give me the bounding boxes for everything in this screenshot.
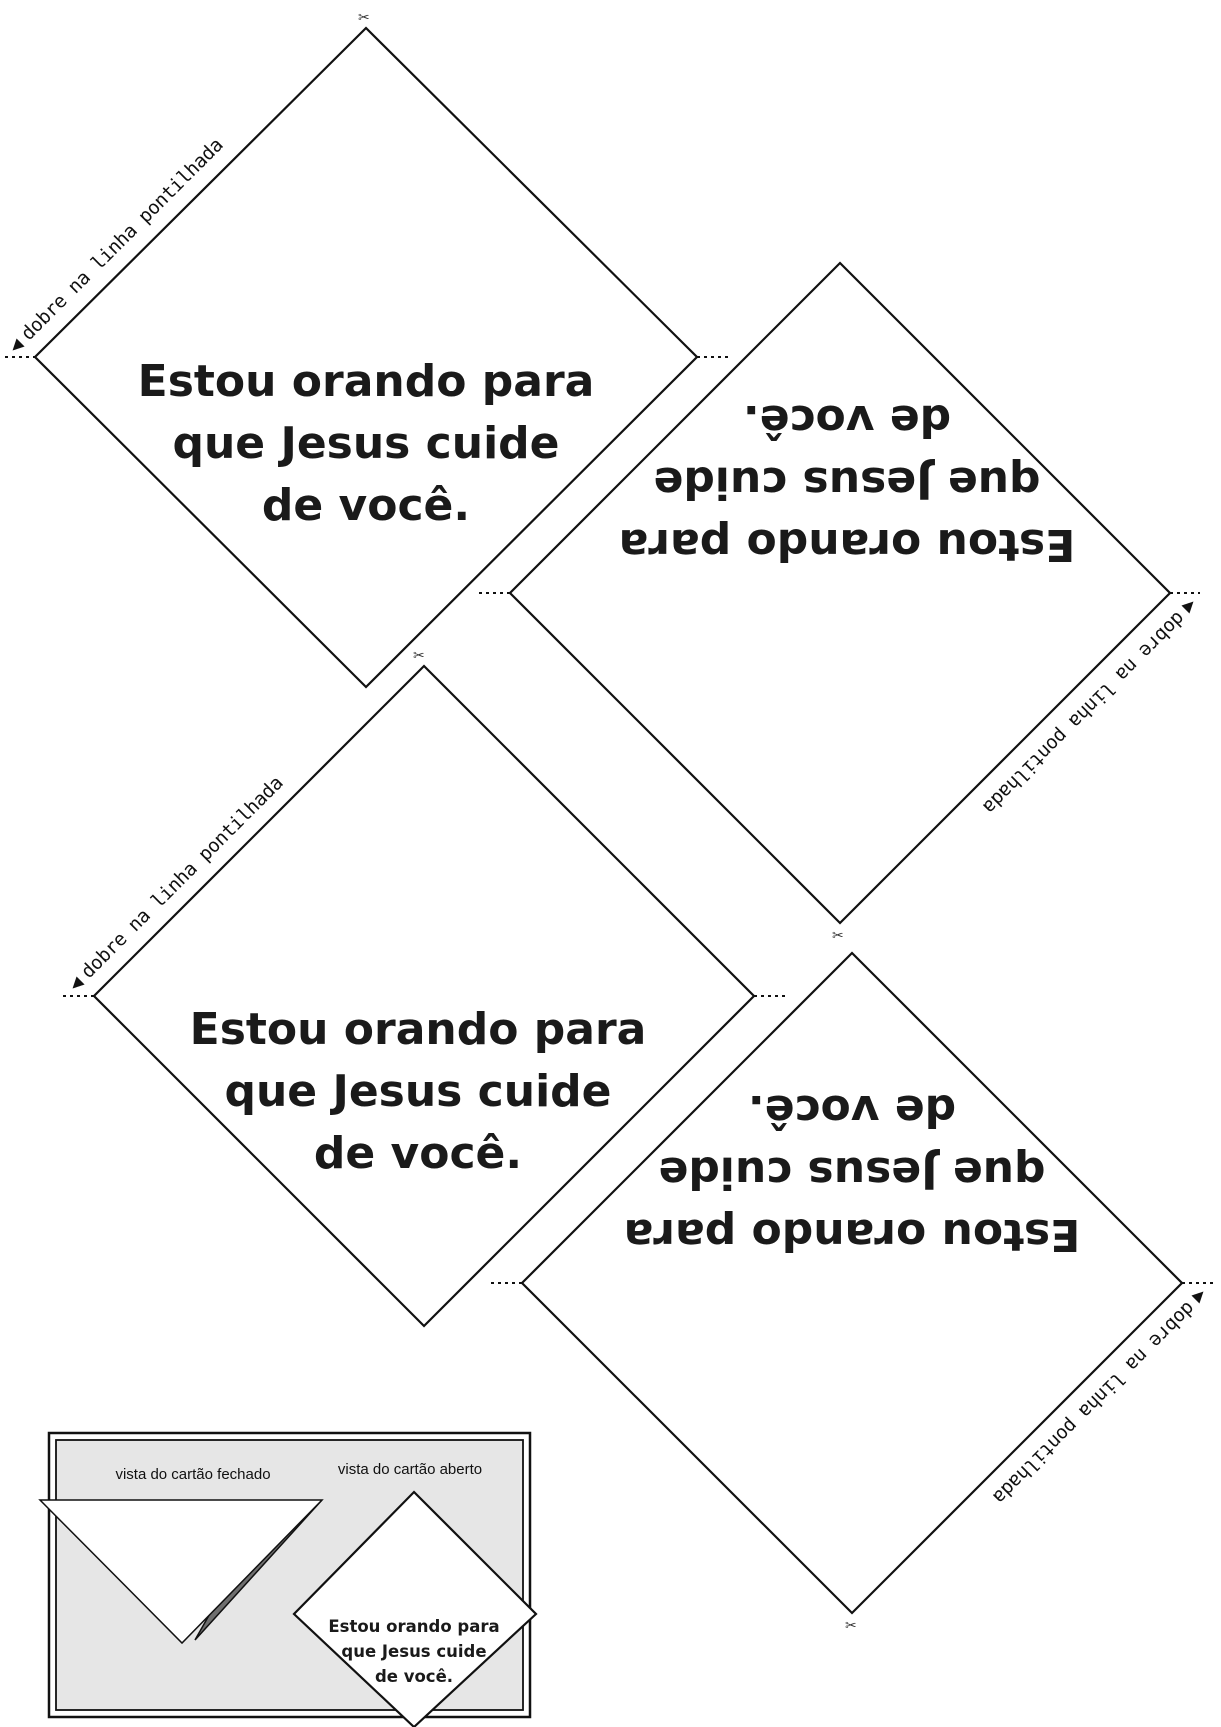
card-4-line-2: que Jesus cuide [658,1147,1045,1198]
card-2-line-1: Estou orando para [619,519,1076,570]
legend-box: vista do cartão fechado vista do cartão … [38,1431,538,1727]
card-3-line-1: Estou orando para [190,1004,647,1055]
card-4-diamond [520,951,1184,1615]
scissors-icon: ✂ [832,928,844,944]
card-1-line-2: que Jesus cuide [172,418,559,469]
card-2-diamond [508,261,1172,925]
open-card-illustration: Estou orando para que Jesus cuide de voc… [292,1490,538,1727]
card-1-line-3: de você. [262,480,470,531]
card-3-diamond [92,664,756,1328]
card-1-diamond [33,26,699,689]
scissors-icon: ✂ [845,1618,857,1634]
legend-card-line-2: que Jesus cuide [341,1642,486,1661]
scissors-icon: ✂ [358,10,370,26]
card-2-line-3: de você. [743,395,951,446]
card-3-line-3: de você. [314,1128,522,1179]
open-view-label: vista do cartão aberto [338,1461,482,1478]
card-1-line-1: Estou orando para [138,356,595,407]
scissors-icon: ✂ [413,648,425,664]
legend-card-line-3: de você. [375,1667,453,1686]
card-4-line-3: de você. [748,1085,956,1136]
card-4: ✂ Estou orando para que Jesus cuide de v… [491,951,1213,1634]
card-3: ✂ Estou orando para que Jesus cuide de v… [63,648,785,1328]
card-2-line-2: que Jesus cuide [653,457,1040,508]
card-1: ✂ Estou orando para que Jesus cuide de v… [4,10,728,689]
card-3-line-2: que Jesus cuide [224,1066,611,1117]
card-2: ✂ Estou orando para que Jesus cuide de v… [479,261,1202,944]
closed-view-label: vista do cartão fechado [115,1466,270,1483]
closed-card-illustration [38,1499,324,1645]
card-4-line-1: Estou orando para [624,1209,1081,1260]
legend-card-line-1: Estou orando para [328,1617,499,1636]
